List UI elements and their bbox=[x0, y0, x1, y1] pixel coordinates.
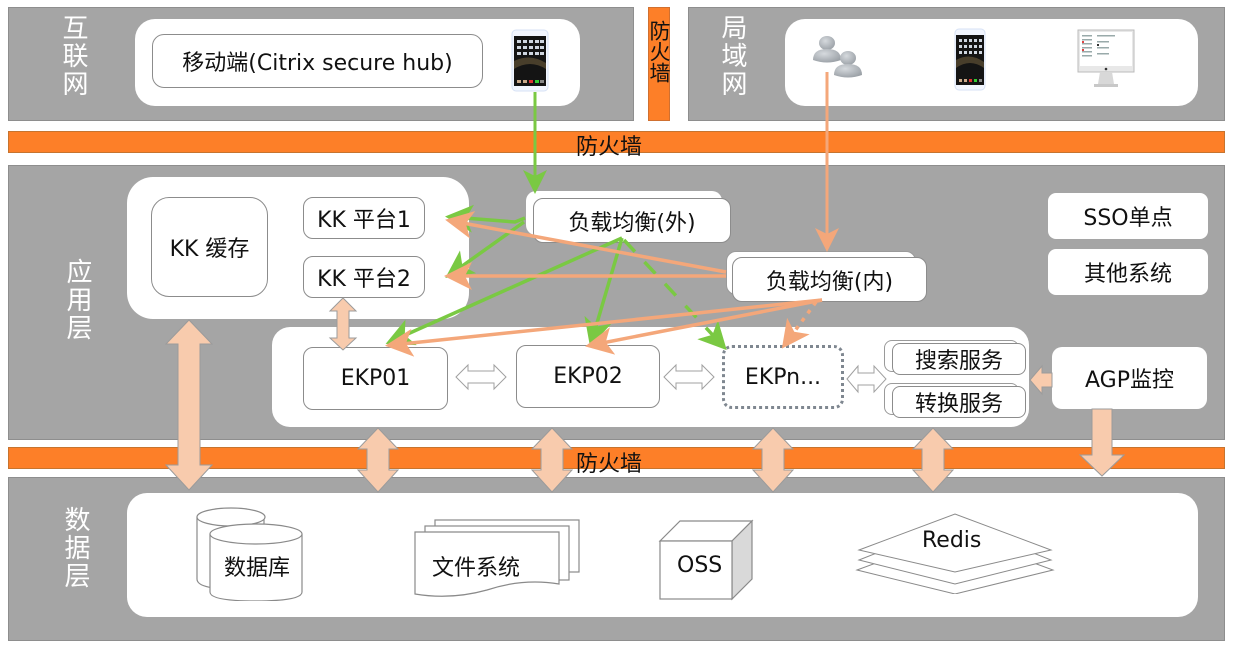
layer-label-app: 应用层 bbox=[60, 258, 94, 342]
kk-platform-2-box[interactable]: KK 平台2 bbox=[303, 256, 425, 298]
top-firewall-label: 防火墙 bbox=[576, 135, 643, 160]
ekp02-label: EKP02 bbox=[553, 364, 623, 389]
vertical-firewall-label: 防火墙 bbox=[647, 20, 671, 83]
kk-platform-2-label: KK 平台2 bbox=[317, 267, 411, 292]
oss-cube-icon bbox=[658, 519, 754, 601]
search-service-box[interactable]: 搜索服务 bbox=[892, 343, 1026, 375]
mobile-client-box[interactable]: 移动端(Citrix secure hub) bbox=[152, 34, 483, 88]
ekp01-label: EKP01 bbox=[340, 366, 411, 391]
desktop-monitor-icon bbox=[1077, 29, 1135, 89]
convert-service-box[interactable]: 转换服务 bbox=[892, 386, 1026, 418]
kk-cache-box[interactable]: KK 缓存 bbox=[151, 197, 268, 297]
layer-label-lan: 局域网 bbox=[715, 14, 749, 98]
other-systems-box[interactable]: 其他系统 bbox=[1048, 249, 1208, 295]
layer-label-text: 数据层 bbox=[60, 506, 90, 590]
sso-label: SSO单点 bbox=[1083, 206, 1173, 231]
lb-internal-label: 负载均衡(内) bbox=[765, 269, 894, 295]
layer-label-text: 互联网 bbox=[58, 14, 88, 98]
agp-monitor-label: AGP监控 bbox=[1085, 368, 1174, 393]
mobile-client-label: 移动端(Citrix secure hub) bbox=[182, 51, 453, 76]
redis-stack-icon bbox=[855, 512, 1055, 595]
users-icon bbox=[810, 34, 868, 80]
vertical-firewall-bar bbox=[648, 7, 670, 121]
top-firewall-bar bbox=[8, 131, 1225, 153]
lb-external-box[interactable]: 负载均衡(外) bbox=[533, 198, 731, 243]
kk-cache-label: KK 缓存 bbox=[169, 237, 250, 262]
oss-label: OSS bbox=[677, 553, 723, 578]
file-system-label: 文件系统 bbox=[432, 556, 521, 581]
redis-label: Redis bbox=[922, 528, 982, 553]
ekp02-box[interactable]: EKP02 bbox=[516, 345, 660, 408]
file-system-icon bbox=[413, 518, 583, 600]
smartphone-icon bbox=[954, 28, 986, 91]
lb-external-label: 负载均衡(外) bbox=[568, 210, 696, 236]
search-service-label: 搜索服务 bbox=[914, 349, 1003, 374]
smartphone-icon bbox=[511, 29, 549, 92]
kk-platform-1-box[interactable]: KK 平台1 bbox=[303, 197, 425, 239]
database-icon bbox=[194, 505, 322, 602]
vertical-firewall-text: 防火墙 bbox=[647, 20, 671, 83]
convert-service-label: 转换服务 bbox=[914, 392, 1003, 417]
middle-firewall-label: 防火墙 bbox=[576, 452, 643, 477]
ekp01-box[interactable]: EKP01 bbox=[303, 347, 448, 410]
sso-box[interactable]: SSO单点 bbox=[1048, 193, 1208, 239]
agp-monitor-box[interactable]: AGP监控 bbox=[1052, 347, 1207, 409]
layer-label-data: 数据层 bbox=[58, 506, 92, 590]
lb-internal-box[interactable]: 负载均衡(内) bbox=[732, 257, 927, 302]
layer-label-text: 应用层 bbox=[62, 258, 92, 342]
layer-label-text: 局域网 bbox=[717, 14, 747, 98]
layer-label-internet: 互联网 bbox=[56, 14, 90, 98]
ekpn-label: EKPn... bbox=[744, 364, 822, 390]
kk-platform-1-label: KK 平台1 bbox=[317, 208, 411, 233]
database-label: 数据库 bbox=[224, 556, 291, 581]
ekpn-box[interactable]: EKPn... bbox=[722, 345, 844, 409]
other-systems-label: 其他系统 bbox=[1083, 262, 1172, 287]
